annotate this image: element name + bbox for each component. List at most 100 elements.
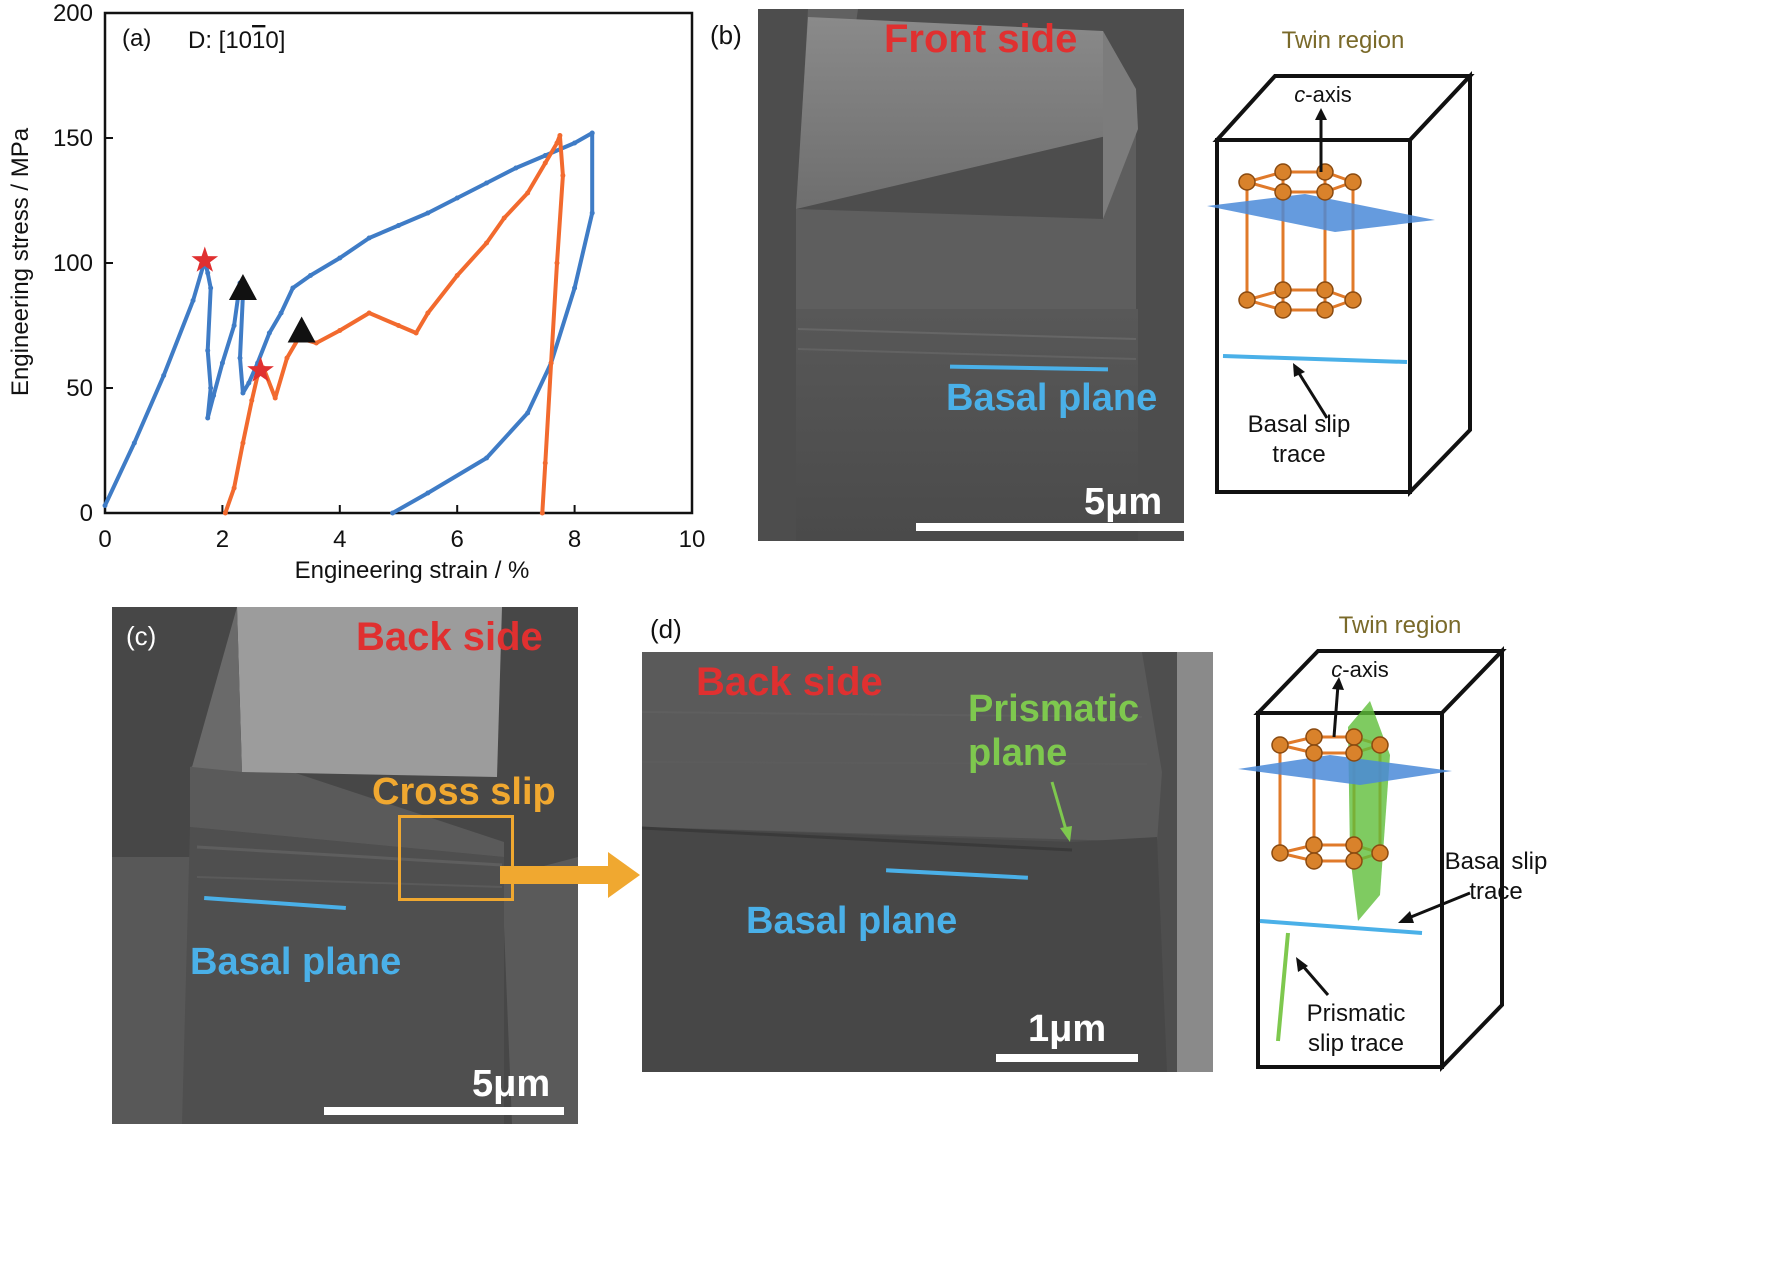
prismatic-plane-label-2: plane [968,732,1068,774]
scale-bar [916,523,1184,531]
series-1-point [240,390,246,396]
series-1-point [205,415,211,421]
x-tick-label: 6 [451,526,464,553]
series-2-point [525,190,531,196]
prismatic-slip-trace-label-1: Prismatic [1307,1000,1406,1027]
series-1-point [266,330,272,336]
series-1-point [290,285,296,291]
panel-c-label: (c) [126,621,157,651]
series-1-point [190,298,196,303]
series-2-point [272,395,278,401]
series-1-point [572,285,578,291]
series-2-point [222,510,228,516]
cross-slip-label: Cross slip [372,771,556,813]
direction-overbar-digit: 1 [252,27,265,54]
twin-region-title: Twin region [1282,27,1405,54]
series-1-point [425,490,431,496]
y-tick-label: 0 [80,500,93,527]
series-2-point [413,330,419,336]
y-tick-label: 50 [66,375,93,402]
basal-slip-trace-label-1: Basal slip [1248,411,1351,438]
prismatic-slip-trace-label-2: slip trace [1308,1030,1404,1057]
series-1-point [211,393,217,398]
twin-region-diagram-b: Twin region c-axis Basal slip trace [1207,27,1475,497]
series-1-point [589,130,595,136]
scale-bar-label: 5μm [1084,481,1163,523]
series-1-point [542,153,548,158]
sem-image-back-c: (c) Back side Cross slip Basal plane 5μm [112,607,578,1124]
series-2-point [560,173,566,178]
series-1-point [454,195,460,201]
series-2-point [231,485,237,491]
series-1-point [425,210,431,216]
front-side-title: Front side [884,17,1078,61]
series-1-point [246,380,252,386]
basal-slip-trace-label-d-2: trace [1469,878,1522,905]
series-1-point [208,285,214,291]
basal-plane-shape [1207,194,1435,232]
series-2-point [396,323,401,328]
panel-a-label: (a) [122,25,151,52]
series-2-point [554,140,560,146]
plot-frame [103,11,694,515]
series-1-point [484,455,490,461]
basal-slip-trace-d [1259,919,1423,935]
prismatic-slip-trace [1276,932,1290,1042]
star-marker [191,246,219,272]
x-tick-label: 8 [568,526,581,553]
panel-d-label: (d) [650,614,682,644]
twin-region-title-d: Twin region [1339,612,1462,639]
marker-group [191,246,316,382]
sem-image-back-d: Back side Prismatic plane Basal plane 1μ… [642,652,1213,1072]
x-axis-label: Engineering strain / % [295,557,530,584]
x-tick-label: 10 [679,526,706,553]
series-1-point [337,255,343,261]
series-2-point [240,440,246,446]
basal-plane-label-d: Basal plane [746,900,958,942]
series-1-point [396,223,401,228]
series-1-point [525,410,531,416]
back-side-title-c: Back side [356,615,543,659]
panel-b-label: (b) [710,20,742,50]
series-1-point [589,210,595,216]
scale-bar-label-d: 1μm [1028,1008,1107,1050]
series-1-point [513,165,519,171]
series-2-point [542,460,548,466]
series-2-point [484,240,490,246]
y-axis-label: Engineering stress / MPa [7,127,34,396]
series-2-point [501,215,507,221]
basal-plane-shape-d [1238,755,1452,785]
series-1-line [103,131,595,515]
scale-bar-c [324,1107,564,1115]
micropillar-front-graphic [758,9,1184,541]
series-1-point [237,355,243,361]
series-1-point [572,140,578,146]
zoom-arrow [500,852,640,898]
series-1-point [131,440,137,446]
basal-slip-trace-label-d-1: Basal slip [1445,848,1548,875]
series-2-point [366,310,372,316]
x-tick-label: 0 [98,526,111,553]
series-1-point [390,510,396,516]
basal-plane-label: Basal plane [946,377,1158,419]
basal-slip-trace [1222,354,1408,364]
y-tick-label: 200 [53,0,93,27]
triangle-marker [287,316,316,343]
series-1-point [278,310,284,316]
c-axis-label: c-axis [1294,82,1351,107]
scale-bar-label-c: 5μm [472,1063,551,1105]
micropillar-back-graphic [112,607,578,1124]
y-tick-label: 150 [53,125,93,152]
star-marker [247,356,274,382]
c-axis-label-d: c-axis [1331,657,1388,682]
series-2-point [554,260,560,266]
scale-bar-d [996,1054,1138,1062]
series-1-point [366,235,372,241]
y-tick-label: 100 [53,250,93,277]
back-side-title-d: Back side [696,660,883,704]
series-2-point [425,310,431,316]
series-2-point [557,133,563,138]
series-2-point [539,510,545,516]
series-1-point [484,180,490,186]
twin-region-diagram-d: Twin region c-axis Basal slip trace Pris… [1238,612,1548,1072]
